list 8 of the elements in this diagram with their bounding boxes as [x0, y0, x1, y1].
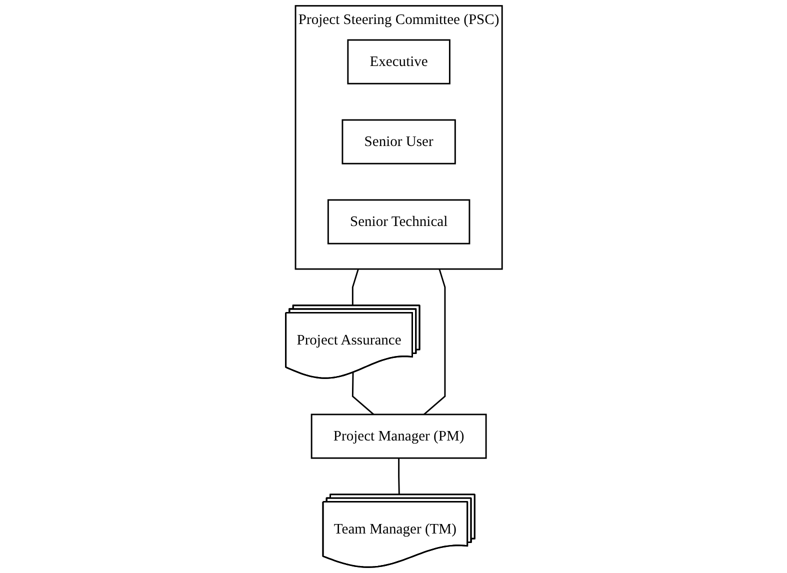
- connector: [398, 458, 400, 495]
- connector: [351, 268, 358, 306]
- node-box: Senior User: [341, 119, 456, 164]
- connector: [423, 268, 446, 416]
- node-box: Senior Technical: [326, 199, 470, 244]
- node-box: Executive: [346, 39, 450, 84]
- connector: [351, 372, 374, 416]
- node-box: Project Manager (PM): [310, 414, 486, 459]
